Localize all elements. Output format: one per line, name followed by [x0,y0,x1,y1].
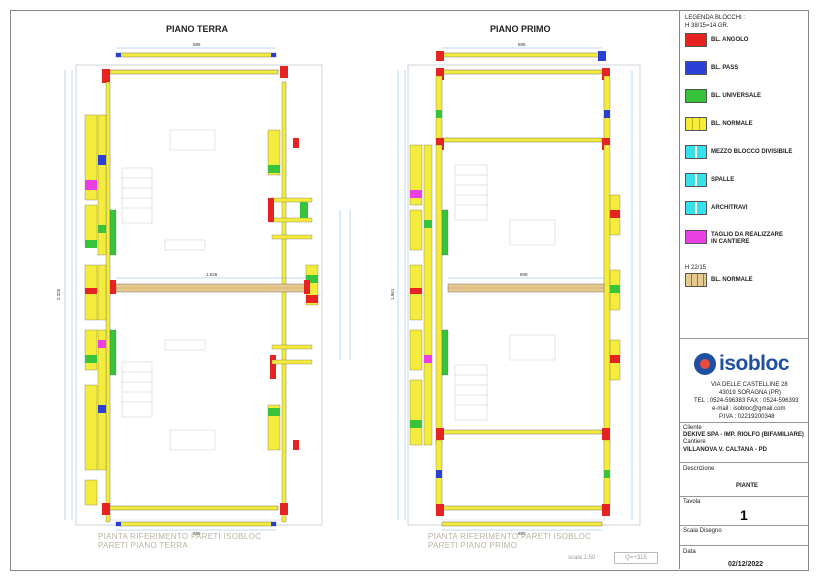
divider [680,545,808,546]
dim-center-right: 809 [520,272,528,277]
sheet-label: Tavola [683,499,701,505]
legend-swatch-architravi [685,201,707,215]
dim-top-right: 885 [518,42,526,47]
company-address1: VIA DELLE CASTELLINE 28 [711,382,788,388]
legend-label-normale: BL. NORMALE [711,121,753,127]
legend-label-taglio: TAGLIO DA REALIZZARE [711,232,783,238]
legend-label-taglio-2: IN CANTIERE [711,239,750,245]
quantity-box: Q=+315 [614,552,658,564]
legend-label-spalle: SPALLE [711,177,735,183]
plans-drawing: 885 885 1.026 2.325 [56,42,641,536]
client-value: DEKIVE SPA - IMP. RIOLFO (BIFAMILIARE) [683,432,804,438]
legend-label-angolo: BL. ANGOLO [711,37,749,43]
legend-swatch-angolo [685,33,707,47]
scale-label-tb: Scala Disegno [683,528,722,534]
company-logo: isobloc [680,348,808,380]
legend-label-mezzo: MEZZO BLOCCO DIVISIBILE [711,149,793,155]
wall-top-left [115,52,277,58]
dim-height-right: 1.961 [390,288,395,300]
plan-piano-terra: 885 885 1.026 2.325 [56,42,351,536]
dim-center-left: 1.026 [206,272,218,277]
caption-left-1: PIANTA RIFERIMENTO PARETI ISOBLOC [98,532,262,541]
caption-right-1: PIANTA RIFERIMENTO PARETI ISOBLOC [428,532,592,541]
divider [680,462,808,463]
legend-swatch-taglio [685,230,707,244]
legend-label-architravi: ARCHITRAVI [711,205,748,211]
client-label: Cliente [683,425,702,431]
dim-height-left: 2.325 [56,288,61,300]
site-label: Cantiere [683,439,706,445]
company-vat: P.IVA : 02219200348 [719,414,775,420]
legend-label-pass: BL. PASS [711,65,739,71]
legend-swatch-normale [685,117,707,131]
company-phone: TEL : 0524-596383 FAX : 0524-596393 [694,398,799,404]
site-value: VILLANOVA V. CALTANA - PD [683,447,767,453]
legend-swatch-normale-22 [685,273,707,287]
scale-label: scala 1:50 [568,555,596,561]
divider [680,496,808,497]
company-address2: 43019 SORAGNA (PR) [719,390,782,396]
legend-subtitle: H 38/15=14 GR. [685,23,729,29]
caption-right-2: PARETI PIANO PRIMO [428,541,518,550]
date-value: 02/12/2022 [728,561,764,568]
dim-bottom-left: 885 [193,531,201,536]
legend-swatch-spalle [685,173,707,187]
plan-piano-primo: 885 885 809 1.961 [390,42,641,536]
legend-swatch-pass [685,61,707,75]
divider [680,338,808,339]
logo-text: isobloc [719,352,790,375]
legend-swatch-mezzo [685,145,707,159]
title-block: LEGENDA BLOCCHI : H 38/15=14 GR. BL. ANG… [679,10,808,569]
legend-sub2-title: H 22/15 [685,265,707,271]
sheet-value: 1 [740,507,748,523]
plan-title-left: PIANO TERRA [166,24,229,34]
company-email: e-mail : isobloc@gmail.com [712,406,786,412]
dim-top-left: 885 [193,42,201,47]
divider [680,422,808,423]
date-label: Data [683,549,696,555]
caption-left-2: PARETI PIANO TERRA [98,541,189,550]
desc-value: PIANTE [736,483,759,489]
legend-label-normale-22: BL. NORMALE [711,277,753,283]
desc-label: Descrizione [683,466,715,472]
legend-label-universale: BL. UNIVERSALE [711,93,762,99]
legend-title: LEGENDA BLOCCHI : [685,15,746,21]
logo-mark-icon [694,353,716,375]
divider [680,525,808,526]
plan-title-right: PIANO PRIMO [490,24,551,34]
dim-bottom-right: 885 [518,531,526,536]
wall-top-left-2 [109,69,279,75]
legend-swatch-universale [685,89,707,103]
